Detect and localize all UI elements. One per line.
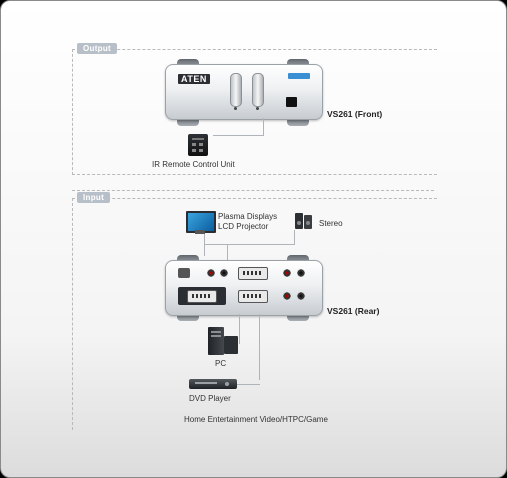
display-caption-1: Plasma Displays xyxy=(218,212,278,221)
front-foot-left xyxy=(177,59,199,68)
display-wire xyxy=(204,234,205,256)
power-jack xyxy=(178,268,190,278)
front-badge xyxy=(288,73,310,79)
output-section: Output xyxy=(72,43,437,175)
front-caption: VS261 (Front) xyxy=(327,109,383,119)
rear-caption: VS261 (Rear) xyxy=(327,306,380,316)
input-section: Input xyxy=(72,192,437,430)
rear-foot-left xyxy=(177,255,199,264)
audio-jack-in-1 xyxy=(283,269,291,277)
dvd-caption: DVD Player xyxy=(189,394,231,403)
display-caption-2: LCD Projector xyxy=(218,222,269,231)
front-foot-left-bottom xyxy=(177,117,199,126)
input-label: Input xyxy=(77,192,111,203)
output-label: Output xyxy=(77,43,118,54)
audio-jack-out-2 xyxy=(220,269,228,277)
remote-icon xyxy=(188,134,208,156)
front-foot-right-bottom xyxy=(287,117,309,126)
section-divider xyxy=(72,190,434,191)
select-button-2[interactable] xyxy=(252,73,264,107)
top-bus-wire xyxy=(204,244,294,245)
vs261-front-device: ATEN xyxy=(165,64,323,120)
aten-logo: ATEN xyxy=(178,74,210,84)
audio-wire xyxy=(227,244,228,260)
audio-jack-out xyxy=(207,269,215,277)
dvd-player-icon xyxy=(189,379,237,389)
front-foot-right xyxy=(287,59,309,68)
bottom-caption: Home Entertainment Video/HTPC/Game xyxy=(184,415,328,424)
audio-jack-in-2 xyxy=(283,292,291,300)
remote-caption: IR Remote Control Unit xyxy=(152,160,235,169)
front-wire-v xyxy=(263,118,264,136)
monitor-stand xyxy=(195,230,205,234)
stereo-wire xyxy=(294,230,295,245)
rear-foot-left-bottom xyxy=(177,312,199,321)
dvd-wire-h xyxy=(237,384,260,385)
rear-foot-right-bottom xyxy=(287,312,309,321)
pc-caption: PC xyxy=(215,359,227,368)
pc-wire xyxy=(239,314,240,344)
dvi-port-in-2 xyxy=(238,290,268,303)
led-indicator-1 xyxy=(234,107,237,110)
pc-monitor-shadow xyxy=(224,336,238,354)
speaker-icon xyxy=(295,213,313,229)
audio-jack-in-2b xyxy=(297,292,305,300)
select-button-1[interactable] xyxy=(230,73,242,107)
dvi-out-panel xyxy=(178,287,226,305)
audio-jack-in-1b xyxy=(297,269,305,277)
led-indicator-2 xyxy=(256,107,259,110)
dvd-wire xyxy=(259,314,260,380)
pc-tower-icon xyxy=(208,327,224,355)
front-wire-h xyxy=(213,135,264,136)
rear-foot-right xyxy=(287,255,309,264)
vs261-rear-device xyxy=(165,260,323,316)
stereo-caption: Stereo xyxy=(319,219,343,228)
ir-receiver-window xyxy=(286,97,297,107)
dvi-port-in-1 xyxy=(238,267,268,280)
